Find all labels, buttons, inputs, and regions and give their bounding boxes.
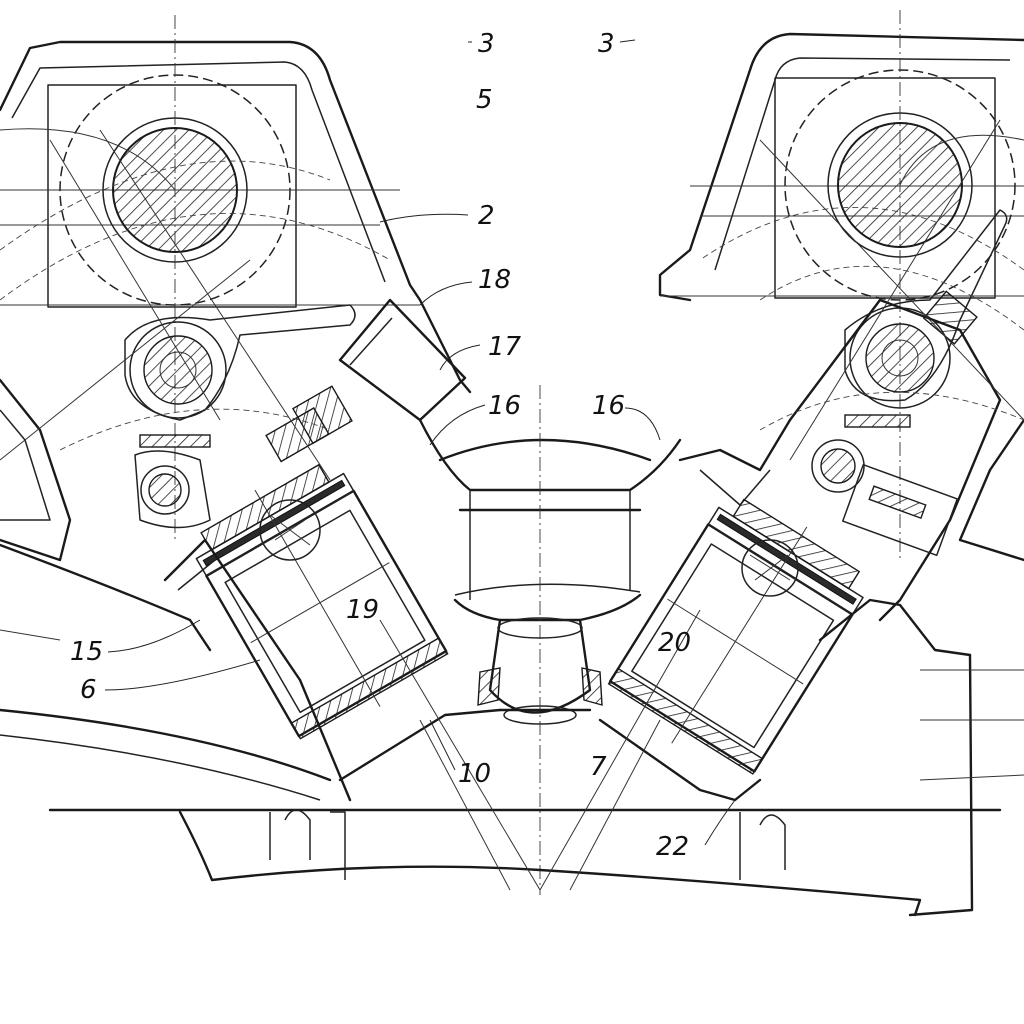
label-10: 10 xyxy=(458,759,491,789)
label-leaders xyxy=(104,39,736,846)
label-3-left: 3 xyxy=(478,29,495,59)
label-22: 22 xyxy=(656,832,689,862)
left-piston xyxy=(163,463,502,802)
left-rocker-arm xyxy=(124,304,356,529)
intake-manifold xyxy=(418,385,682,895)
right-cylinder-head xyxy=(658,10,1024,622)
label-2: 2 xyxy=(478,201,495,231)
label-19: 19 xyxy=(346,595,379,625)
label-16-right: 16 xyxy=(592,391,625,421)
label-3-right: 3 xyxy=(598,29,615,59)
label-18: 18 xyxy=(478,265,511,295)
label-17: 17 xyxy=(488,332,522,362)
left-cylinder-head xyxy=(0,15,472,652)
reference-numerals: 3 3 5 2 18 17 16 16 19 20 15 6 10 7 22 xyxy=(70,29,691,862)
right-piston xyxy=(598,498,972,802)
label-5: 5 xyxy=(476,85,493,115)
left-camshaft xyxy=(59,15,291,540)
right-rocker-arm xyxy=(811,209,1008,520)
label-15: 15 xyxy=(70,637,103,667)
label-20: 20 xyxy=(658,628,691,658)
label-16-left: 16 xyxy=(488,391,521,421)
label-7: 7 xyxy=(590,752,607,782)
lower-block xyxy=(0,609,1024,917)
label-6: 6 xyxy=(80,675,97,705)
